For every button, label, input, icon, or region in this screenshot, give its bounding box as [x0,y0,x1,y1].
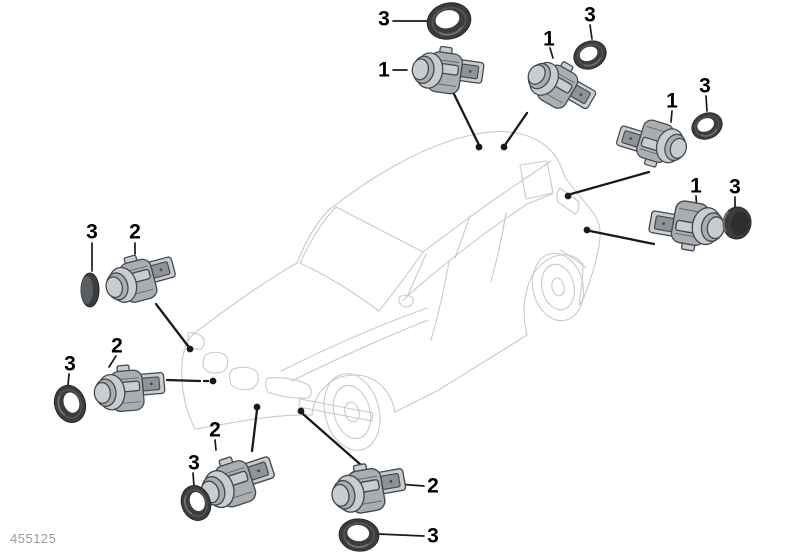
callout-sensor-left-mid[interactable]: 2 [111,334,123,358]
callout-sensor-top-mid[interactable]: 1 [543,27,555,51]
callout-seal-left-mid[interactable]: 3 [64,352,76,376]
callout-seal-right-lower[interactable]: 3 [729,175,741,199]
seal-top-left-graphic [422,0,476,45]
car-outline-drawing [181,131,601,451]
sensor-left-mid-graphic [91,361,167,415]
callout-seal-top-mid[interactable]: 3 [584,3,596,27]
seal-left-mid-graphic [48,380,92,428]
callout-sensor-right-lower[interactable]: 1 [690,174,702,198]
callout-sensor-left-upper[interactable]: 2 [129,220,141,244]
doc-number: 455125 [10,531,57,546]
seal-top-mid-graphic [568,34,612,76]
seal-right-lower-graphic [719,204,755,242]
callout-sensor-right-upper[interactable]: 1 [666,89,678,113]
callout-sensor-bottom-left[interactable]: 2 [209,418,221,442]
seal-left-upper-graphic [80,272,100,308]
sensor-graphics [91,42,729,519]
leader-lines [154,88,656,467]
callout-tick-lines [67,20,736,537]
seal-right-upper-graphic [686,107,728,145]
sensor-bottom-right-graphic [326,456,410,519]
callout-seal-bottom-left[interactable]: 3 [188,451,200,475]
sensor-top-left-graphic [408,42,487,99]
callout-seal-top-left[interactable]: 3 [378,7,390,31]
callout-seal-bottom-right[interactable]: 3 [427,524,439,548]
sensor-right-upper-graphic [612,111,693,176]
sensor-left-upper-graphic [99,245,181,310]
sensor-right-lower-graphic [645,194,729,257]
seal-bottom-right-graphic [336,516,382,554]
callout-sensor-bottom-right[interactable]: 2 [427,474,439,498]
callout-sensor-top-left[interactable]: 1 [378,58,390,82]
callout-seal-left-upper[interactable]: 3 [86,220,98,244]
callout-seal-right-upper[interactable]: 3 [699,74,711,98]
